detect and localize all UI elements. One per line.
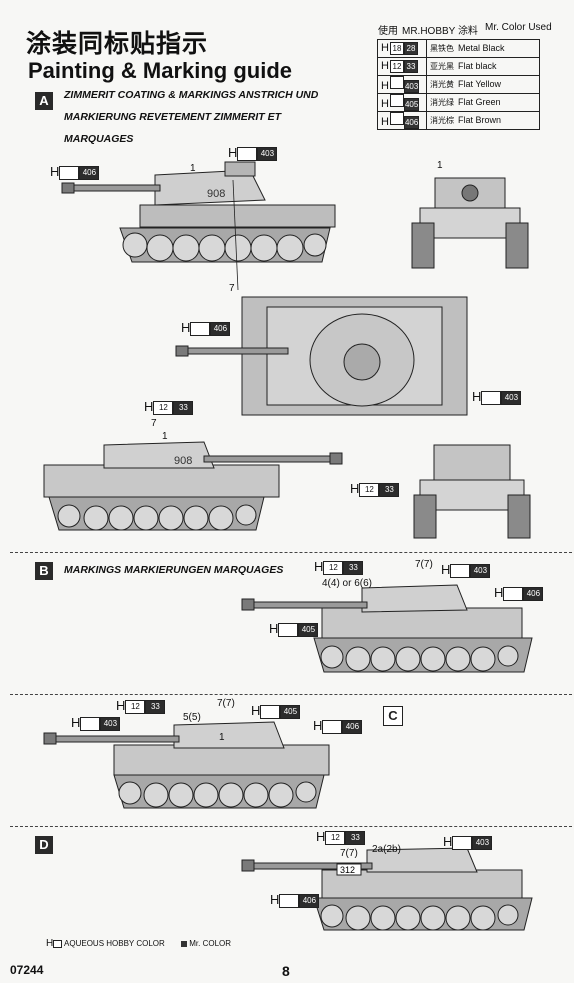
marking-number: 4(4) or 6(6): [322, 578, 373, 589]
tank-a-top-gun: [175, 345, 289, 357]
tank-a-side-view-left: 908: [43, 441, 343, 531]
footer-legend: H AQUEOUS HOBBY COLOR Mr. COLOR: [46, 938, 232, 949]
section-a-heading-1: ZIMMERIT COATING & MARKINGS ANSTRICH UND: [64, 89, 319, 101]
tank-a-top-view: [241, 296, 468, 416]
turret-number: 312: [340, 865, 355, 875]
title-chinese: 涂装同标贴指示: [26, 29, 209, 58]
section-b-heading: MARKINGS MARKIERUNGEN MARQUAGES: [64, 564, 284, 576]
marking-number: 1: [190, 163, 196, 174]
section-divider: [10, 694, 572, 695]
tank-b-side-view: [241, 584, 533, 673]
legend-col3: Mr. Color Used: [485, 22, 552, 33]
marking-number: 7: [229, 283, 235, 294]
section-d-badge: D: [35, 836, 53, 854]
marking-number: 5(5): [183, 712, 201, 723]
tank-a-side-view: 908: [61, 161, 336, 291]
footer-aqueous-label: AQUEOUS HOBBY COLOR: [64, 939, 165, 948]
section-c-badge: C: [383, 706, 403, 726]
turret-number: 908: [174, 455, 192, 467]
marking-number: 2a(2b): [372, 844, 401, 855]
tank-a-rear-view: [413, 444, 531, 539]
product-code: 07244: [10, 963, 44, 977]
marking-number: 7(7): [217, 698, 235, 709]
section-a-heading-3: MARQUAGES: [64, 133, 134, 145]
tank-d-side-view: 312: [241, 847, 533, 931]
marking-number: 7: [151, 418, 157, 429]
legend-col1: 使用: [378, 26, 398, 37]
marking-number: 1: [162, 431, 168, 442]
section-divider: [10, 552, 572, 553]
section-a-heading-2: MARKIERUNG REVETEMENT ZIMMERIT ET: [64, 111, 281, 123]
legend-col2: MR.HOBBY 涂料: [402, 26, 478, 37]
marking-number: 7(7): [340, 848, 358, 859]
section-divider: [10, 826, 572, 827]
turret-number: 908: [207, 188, 225, 200]
tank-a-front-view: [411, 177, 529, 269]
footer-mr-label: Mr. COLOR: [189, 939, 232, 948]
marking-number: 7(7): [415, 559, 433, 570]
marking-number: 1: [219, 732, 225, 743]
page-number: 8: [282, 963, 290, 979]
title-english: Painting & Marking guide: [28, 58, 293, 83]
section-b-badge: B: [35, 562, 53, 580]
marking-number: 1: [437, 160, 443, 171]
tank-c-side-view: [43, 721, 330, 809]
section-a-badge: A: [35, 92, 53, 110]
